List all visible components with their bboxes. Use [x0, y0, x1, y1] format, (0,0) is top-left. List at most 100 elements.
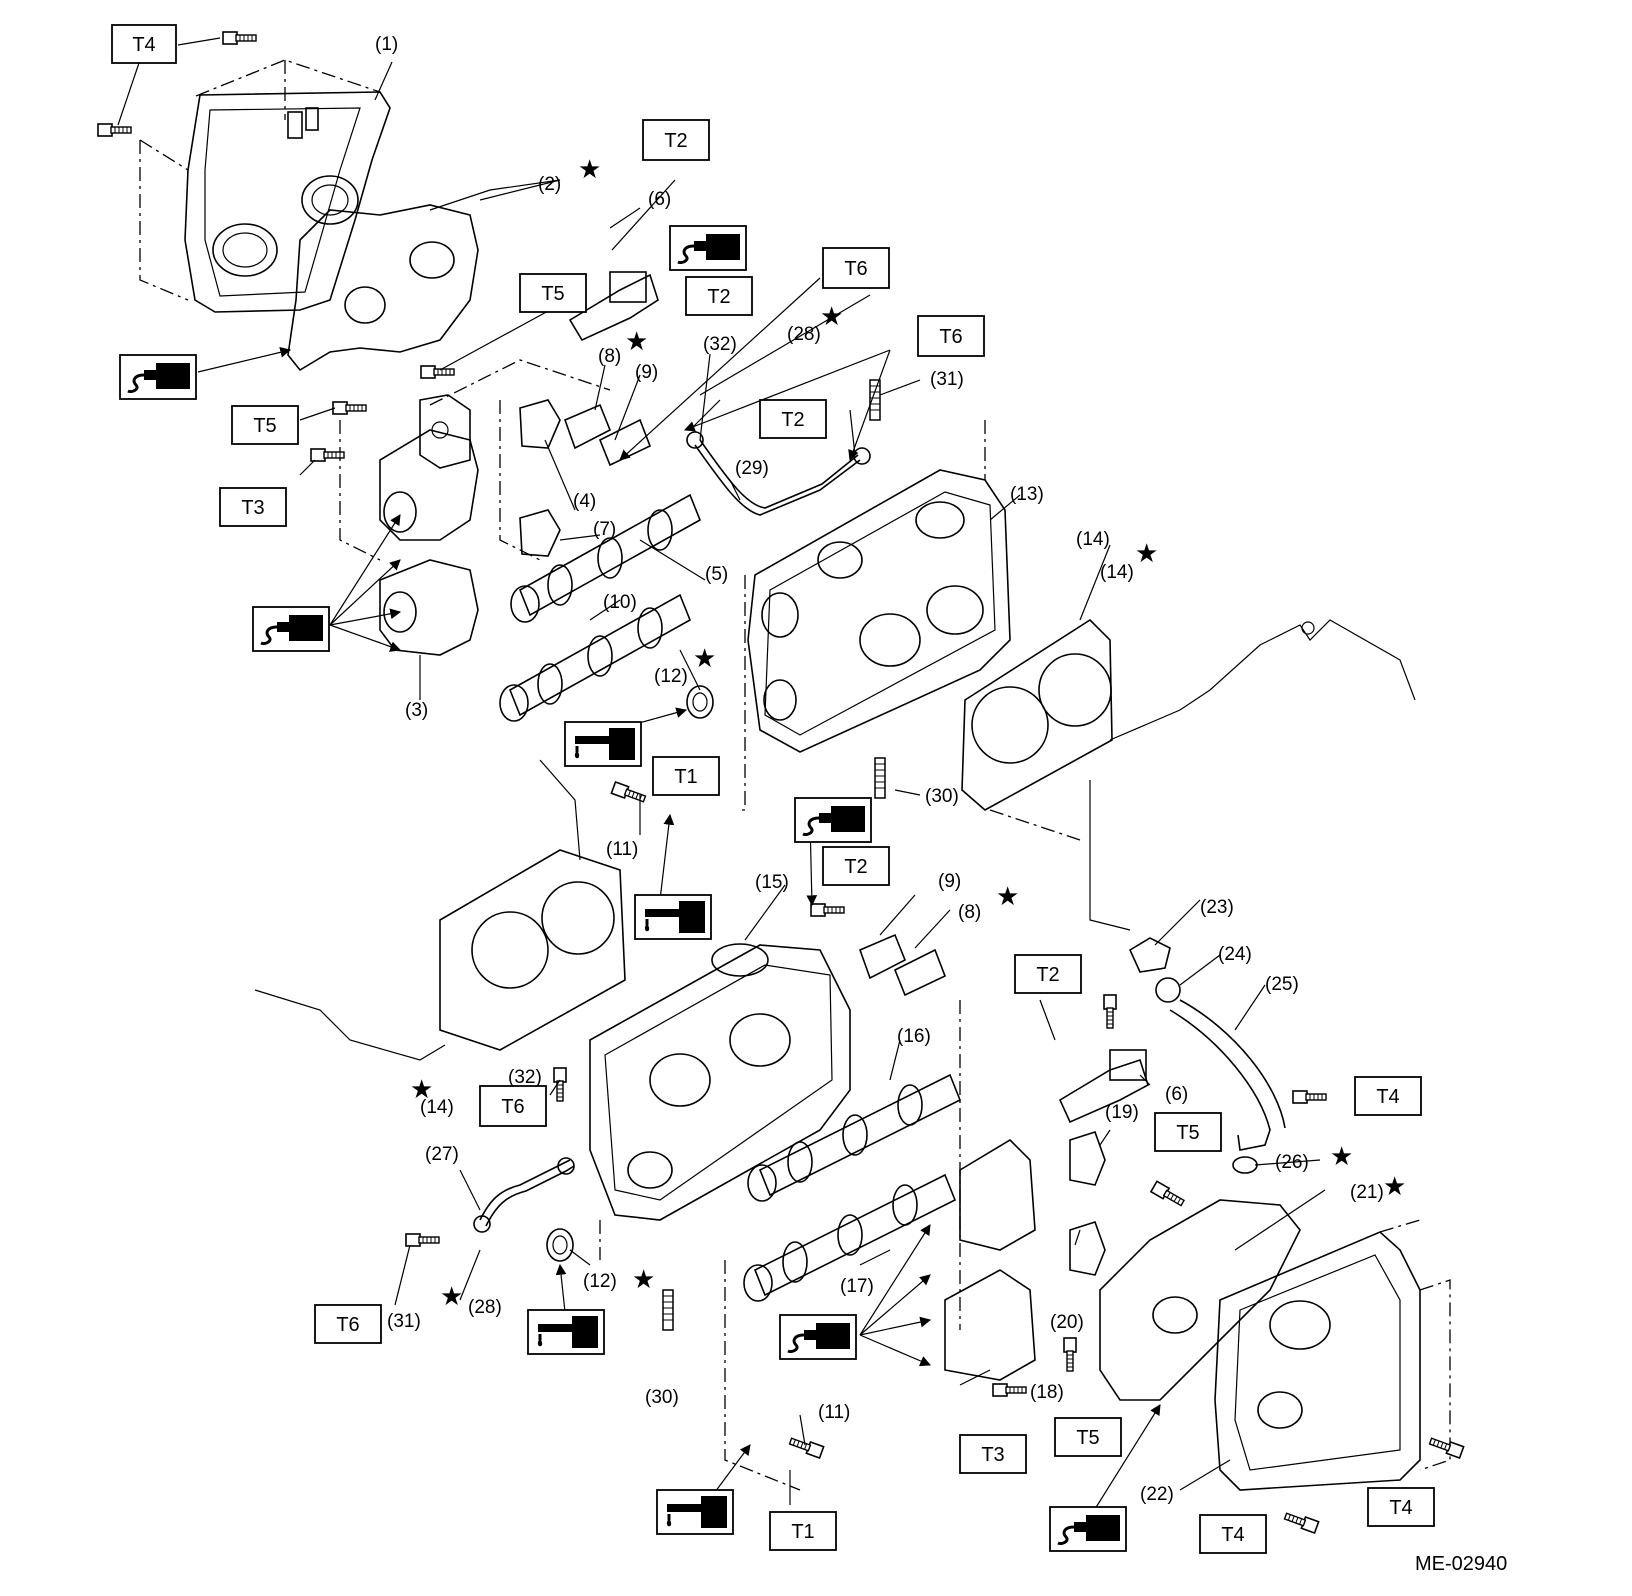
part-label-25: (25): [1265, 974, 1299, 995]
torque-label-t5: T5: [1076, 1427, 1099, 1449]
star-icon: ★: [1330, 1141, 1353, 1171]
lower-cylinder-head: [589, 943, 851, 1221]
part-label-14: (14): [420, 1097, 454, 1118]
bolt-icon: [97, 123, 132, 137]
star-icon: ★: [410, 1074, 433, 1104]
torque-label-t5: T5: [1176, 1122, 1199, 1144]
bolt-icon: [420, 365, 455, 379]
part-label-6: (6): [1165, 1084, 1188, 1105]
water-pipe-assembly: [1128, 937, 1286, 1174]
torque-label-t2: T2: [781, 409, 804, 431]
upper-cam-seal: [686, 685, 714, 719]
upper-camshaft-cap-assembly: [379, 394, 561, 656]
bolt-icon: [405, 1233, 440, 1247]
bolt-icon: [222, 31, 257, 45]
bolt-icon: [610, 781, 648, 806]
sealant-icon: [118, 353, 198, 401]
torque-label-box: [1154, 1112, 1222, 1152]
torque-label-box: [231, 405, 299, 445]
leader-lines: [117, 37, 1326, 1505]
part-label-6: (6): [648, 189, 671, 210]
part-label-30: (30): [925, 786, 959, 807]
torque-label-box: [1354, 1076, 1422, 1116]
upper-gaskets-8-9: [563, 403, 652, 467]
torque-label-box: [314, 1304, 382, 1344]
lower-ocv-solenoid: [1058, 1049, 1149, 1124]
part-label-13: (13): [1010, 484, 1044, 505]
bolt-icon: [1150, 1180, 1187, 1209]
part-label-11: (11): [818, 1402, 850, 1423]
sealant-icon: [1048, 1505, 1128, 1553]
sealant-icon: [668, 224, 748, 272]
star-icon: ★: [578, 154, 601, 184]
torque-label-t4: T4: [1221, 1524, 1244, 1546]
part-label-28: (28): [787, 324, 821, 345]
bolt-icon: [1427, 1434, 1465, 1459]
star-icon: ★: [996, 881, 1019, 911]
torque-label-t1: T1: [674, 766, 697, 788]
torque-label-box: [759, 399, 827, 439]
star-icon: ★: [440, 1281, 463, 1311]
part-label-2: (2): [538, 174, 561, 195]
torque-label-t6: T6: [501, 1096, 524, 1118]
bolt-icon: [1063, 1337, 1077, 1372]
torque-label-t5: T5: [253, 415, 276, 437]
part-label-3: (3): [405, 700, 428, 721]
torque-label-t4: T4: [1376, 1086, 1399, 1108]
torque-label-t6: T6: [844, 258, 867, 280]
lower-cam-seal: [546, 1228, 574, 1262]
part-label-26: (26): [1275, 1152, 1309, 1173]
part-label-23: (23): [1200, 897, 1234, 918]
bolt-icon: [332, 401, 367, 415]
oil-icon: [526, 1308, 606, 1356]
oil-icon: [655, 1488, 735, 1536]
bolt-icon: [787, 1434, 825, 1459]
torque-label-box: [1367, 1487, 1435, 1527]
part-label-16: (16): [897, 1026, 931, 1047]
upper-ocv-solenoid: [568, 271, 659, 342]
torque-label-t3: T3: [241, 497, 264, 519]
torque-label-t4: T4: [1389, 1497, 1412, 1519]
part-label-4: (4): [573, 491, 596, 512]
part-label-29: (29): [735, 458, 769, 479]
dowel-pin-icon: [874, 757, 886, 799]
part-label-28: (28): [468, 1297, 502, 1318]
torque-label-box: [219, 487, 287, 527]
bolt-icon: [992, 1383, 1027, 1397]
part-label-9: (9): [635, 362, 658, 383]
torque-label-t2: T2: [844, 856, 867, 878]
torque-label-box: [822, 846, 890, 886]
part-label-20: (20): [1050, 1312, 1084, 1333]
bolt-icon: [1103, 994, 1117, 1029]
part-label-30: (30): [645, 1387, 679, 1408]
upper-oil-pipe: [686, 431, 871, 516]
part-label-18: (18): [1030, 1382, 1064, 1403]
torque-label-box: [917, 315, 985, 357]
torque-label-t5: T5: [541, 283, 564, 305]
part-label-21: (21): [1350, 1182, 1384, 1203]
lower-oil-pipe: [473, 1157, 575, 1233]
part-label-7: (7): [593, 519, 616, 540]
part-label-8: (8): [598, 346, 621, 367]
torque-label-t2: T2: [707, 286, 730, 308]
lower-camshaft-cap-assembly: [944, 1131, 1106, 1381]
oil-icon: [563, 720, 643, 768]
star-icon: ★: [625, 326, 648, 356]
part-label-14: (14): [1100, 562, 1134, 583]
torque-label-box: [652, 756, 720, 796]
upper-cover-gasket: [287, 204, 479, 372]
sealant-icon: [778, 1313, 858, 1361]
leader-arrows: [197, 277, 1161, 1526]
part-label-5: (5): [705, 564, 728, 585]
upper-cylinder-head: [747, 469, 1011, 753]
torque-label-t4: T4: [132, 34, 155, 56]
star-icon: ★: [1383, 1171, 1406, 1201]
engine-block-outline: [254, 619, 1416, 1061]
torque-label-box: [959, 1434, 1027, 1474]
lower-chain-cover: [1214, 1231, 1421, 1491]
bolt-icon: [810, 903, 845, 917]
torque-label-box: [1199, 1514, 1267, 1554]
star-icon: ★: [820, 301, 843, 331]
torque-label-box: [111, 24, 177, 64]
